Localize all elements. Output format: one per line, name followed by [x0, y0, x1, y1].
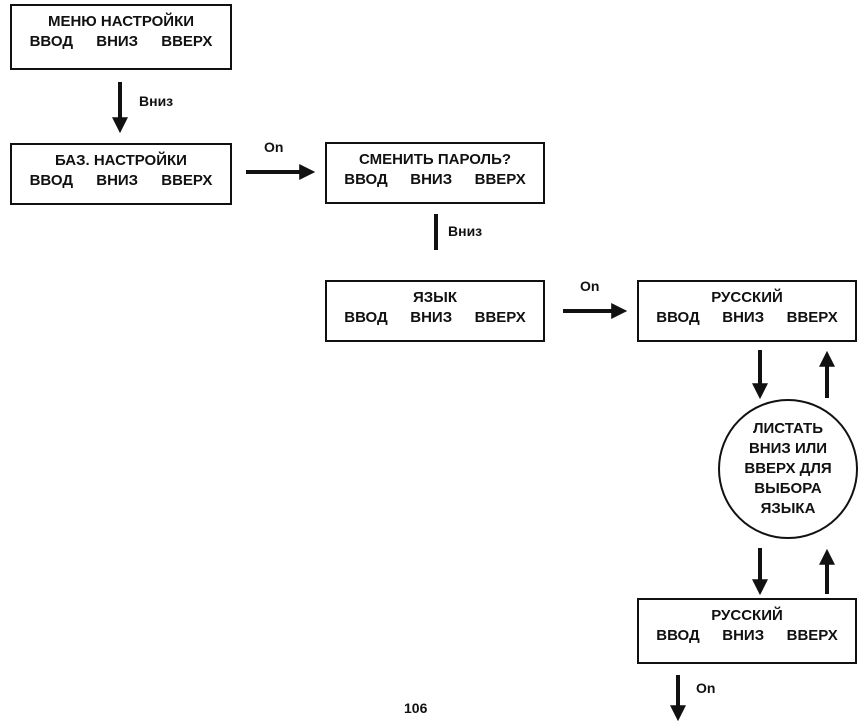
box-basic-settings: БАЗ. НАСТРОЙКИ ВВОД ВНИЗ ВВЕРХ	[10, 143, 232, 205]
box-keys: ВВОД ВНИЗ ВВЕРХ	[639, 626, 855, 646]
key-up: ВВЕРХ	[786, 627, 838, 644]
key-enter: ВВОД	[29, 33, 74, 50]
key-up: ВВЕРХ	[161, 33, 213, 50]
key-down: ВНИЗ	[96, 172, 139, 189]
label-on-2: On	[580, 278, 600, 294]
label-down-1: Вниз	[139, 93, 174, 109]
key-down: ВНИЗ	[96, 33, 139, 50]
box-keys: ВВОД ВНИЗ ВВЕРХ	[327, 308, 543, 328]
box-keys: ВВОД ВНИЗ ВВЕРХ	[327, 170, 543, 190]
box-title: РУССКИЙ	[711, 289, 783, 306]
label-on-3: On	[696, 680, 716, 696]
box-title: МЕНЮ НАСТРОЙКИ	[47, 13, 195, 30]
box-title: СМЕНИТЬ ПАРОЛЬ?	[358, 151, 512, 168]
key-up: ВВЕРХ	[161, 172, 213, 189]
box-keys: ВВОД ВНИЗ ВВЕРХ	[12, 171, 230, 191]
box-keys: ВВОД ВНИЗ ВВЕРХ	[12, 32, 230, 52]
key-enter: ВВОД	[656, 627, 700, 644]
box-keys: ВВОД ВНИЗ ВВЕРХ	[639, 308, 855, 328]
circle-scroll-language: ЛИСТАТЬ ВНИЗ ИЛИ ВВЕРХ ДЛЯ ВЫБОРА ЯЗЫКА	[718, 399, 858, 539]
key-down: ВНИЗ	[722, 627, 765, 644]
box-title: ЯЗЫК	[412, 289, 458, 306]
key-up: ВВЕРХ	[474, 171, 526, 188]
key-up: ВВЕРХ	[474, 309, 526, 326]
box-setup-menu: МЕНЮ НАСТРОЙКИ ВВОД ВНИЗ ВВЕРХ	[10, 4, 232, 70]
key-down: ВНИЗ	[410, 171, 453, 188]
key-down: ВНИЗ	[722, 309, 765, 326]
key-enter: ВВОД	[656, 309, 700, 326]
box-russian-bottom: РУССКИЙ ВВОД ВНИЗ ВВЕРХ	[637, 598, 857, 664]
box-title: БАЗ. НАСТРОЙКИ	[55, 152, 187, 169]
label-on-1: On	[264, 139, 284, 155]
page-number: 106	[404, 700, 428, 716]
box-russian-top: РУССКИЙ ВВОД ВНИЗ ВВЕРХ	[637, 280, 857, 342]
box-change-password: СМЕНИТЬ ПАРОЛЬ? ВВОД ВНИЗ ВВЕРХ	[325, 142, 545, 204]
box-title: РУССКИЙ	[711, 607, 783, 624]
key-enter: ВВОД	[344, 309, 388, 326]
key-enter: ВВОД	[29, 172, 74, 189]
box-language: ЯЗЫК ВВОД ВНИЗ ВВЕРХ	[325, 280, 545, 342]
key-up: ВВЕРХ	[786, 309, 838, 326]
key-down: ВНИЗ	[410, 309, 453, 326]
circle-text: ЛИСТАТЬ ВНИЗ ИЛИ ВВЕРХ ДЛЯ ВЫБОРА ЯЗЫКА	[744, 420, 832, 517]
label-down-2: Вниз	[448, 223, 483, 239]
key-enter: ВВОД	[344, 171, 388, 188]
